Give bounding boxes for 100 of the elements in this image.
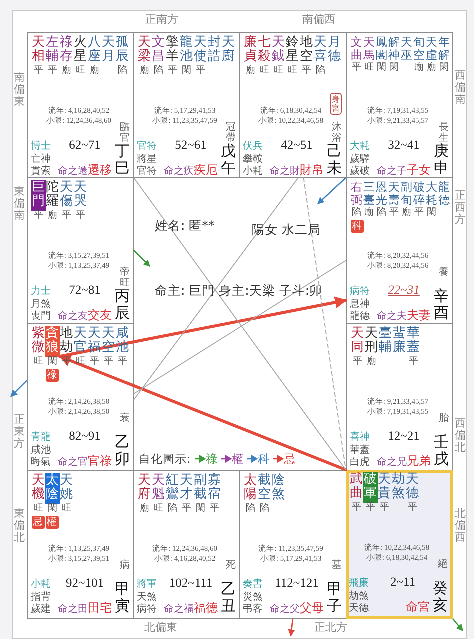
palace-name: 疾厄 <box>194 164 218 178</box>
age-range: 12~21 <box>388 430 420 444</box>
spirit-name: 天德 <box>349 603 369 614</box>
star-brightness: 旺 <box>154 504 164 514</box>
star-brightness: 旺 <box>274 66 284 76</box>
star-brightness: 平 <box>76 210 86 222</box>
star-brightness: 陷 <box>377 208 388 218</box>
star-brightness: 廟 <box>366 356 377 368</box>
age-range: 2~11 <box>390 576 416 590</box>
star-name: 鳳閣 <box>376 36 388 62</box>
star-name: 臺輔 <box>379 327 392 356</box>
arrow <box>452 618 464 632</box>
life-stage: 病 <box>120 560 130 571</box>
transformation-badge: 祿 <box>46 368 58 382</box>
star-brightness: 陷 <box>168 504 178 514</box>
star-name: 陰煞 <box>272 474 285 503</box>
spirit-name: 青龍 <box>31 432 51 443</box>
direction-label: 西偏北 <box>455 418 466 454</box>
palace-cell <box>133 470 240 619</box>
star-name: 擎羊 <box>166 36 179 65</box>
palace-relation: 命之子 <box>377 166 407 177</box>
star-name: 天月 <box>102 36 115 65</box>
life-stage: 帝旺 <box>120 267 130 289</box>
spirit-name: 小耗 <box>243 166 263 177</box>
direction-label: 南偏東 <box>14 72 25 108</box>
palace-name: 財帛 <box>300 164 324 178</box>
palace-name: 兄弟 <box>407 455 431 468</box>
spirit-name: 伏兵 <box>243 141 263 152</box>
direction-label: 正西方 <box>455 190 466 226</box>
age-range: 22~31 <box>388 284 420 298</box>
palace-name: 交友 <box>88 309 112 322</box>
stem-branch: 癸亥 <box>433 580 448 613</box>
palace-relation: 命之疾 <box>164 166 194 177</box>
star-name: 龍池 <box>180 36 193 65</box>
direction-label: 東偏北 <box>14 508 25 544</box>
palace-cell <box>27 323 134 471</box>
life-stage: 墓 <box>332 560 342 571</box>
star-name: 紅鸞 <box>166 474 179 503</box>
palace-relation: 命之兄 <box>377 457 407 468</box>
age-range: 52~61 <box>175 139 207 153</box>
star-name: 廉貞 <box>244 36 257 65</box>
star-name: 龍德 <box>438 181 450 207</box>
life-stage: 衰 <box>120 413 130 424</box>
star-name: 陀羅 <box>46 181 59 210</box>
age-range: 92~101 <box>66 577 104 591</box>
palace-cell <box>346 323 453 471</box>
star-brightness: 平 <box>90 356 100 368</box>
palace-relation: 命之父 <box>270 604 300 615</box>
direction-label: 正南方 <box>146 14 178 26</box>
connector-line <box>303 178 346 470</box>
star-brightness: 廟 <box>364 208 375 218</box>
stem-branch: 乙丑 <box>221 581 236 614</box>
star-brightness: 旺 <box>260 66 270 76</box>
star-name: 紫微 <box>32 327 45 356</box>
direction-label: 正東方 <box>14 414 25 450</box>
age-range: 72~81 <box>69 284 101 298</box>
spirit-name: 晦氣 <box>31 457 51 468</box>
life-stage: 絕 <box>438 559 448 570</box>
star-name: 年解 <box>438 36 450 62</box>
star-brightness: 廟 <box>414 62 425 74</box>
transformation-badge: 權 <box>46 516 58 529</box>
star-name: 截空 <box>258 474 271 503</box>
life-stage: 冠帶 <box>226 122 236 144</box>
life-stage: 死 <box>226 560 236 571</box>
star-brightness: 廟 <box>140 66 150 76</box>
transformation-badge: 忌 <box>32 516 44 529</box>
palace-relation: 命之福 <box>164 604 194 615</box>
palace-relation: 命之財 <box>270 166 300 177</box>
palace-name: 夫妻 <box>407 309 431 322</box>
spirit-name: 飛廉 <box>349 578 369 589</box>
star-name: 天貴 <box>378 473 391 502</box>
star-brightness: 旺 <box>34 504 44 514</box>
palace-cell <box>239 470 347 619</box>
star-name: 左輔 <box>46 36 59 65</box>
star-brightness: 旺 <box>76 66 86 76</box>
direction-label: 北偏西 <box>455 508 466 544</box>
star-brightness: 陷 <box>352 208 362 218</box>
star-name: 火星 <box>74 36 87 65</box>
chart-info: 命主: 巨門 身主:天梁 子斗:卯 <box>155 284 323 298</box>
star-brightness: 平 <box>104 356 114 368</box>
star-name: 蜚廉 <box>393 327 406 356</box>
arrow <box>288 618 296 637</box>
stem-branch: 丙辰 <box>115 288 130 321</box>
star-brightness: 廟 <box>48 210 58 222</box>
star-name: 天廚 <box>222 36 235 65</box>
palace-name: 命宮 <box>406 601 430 614</box>
age-range: 112~121 <box>275 577 319 591</box>
star-name: 天哭 <box>74 181 87 210</box>
palace-cell <box>346 32 453 178</box>
star-name: 天才 <box>180 474 193 503</box>
star-brightness: 閑 <box>48 504 58 514</box>
palace-relation: 命之夫 <box>377 311 407 322</box>
star-brightness: 閑 <box>182 66 192 76</box>
body-palace-tag: 身宮 <box>330 93 342 116</box>
age-range: 102~111 <box>169 577 213 591</box>
star-brightness: 陷 <box>154 66 164 76</box>
direction-label: 正北方 <box>314 622 348 634</box>
star-brightness: 平 <box>196 66 206 76</box>
palace-relation: 命之遷 <box>58 166 88 177</box>
stem-branch: 己未 <box>327 143 342 176</box>
